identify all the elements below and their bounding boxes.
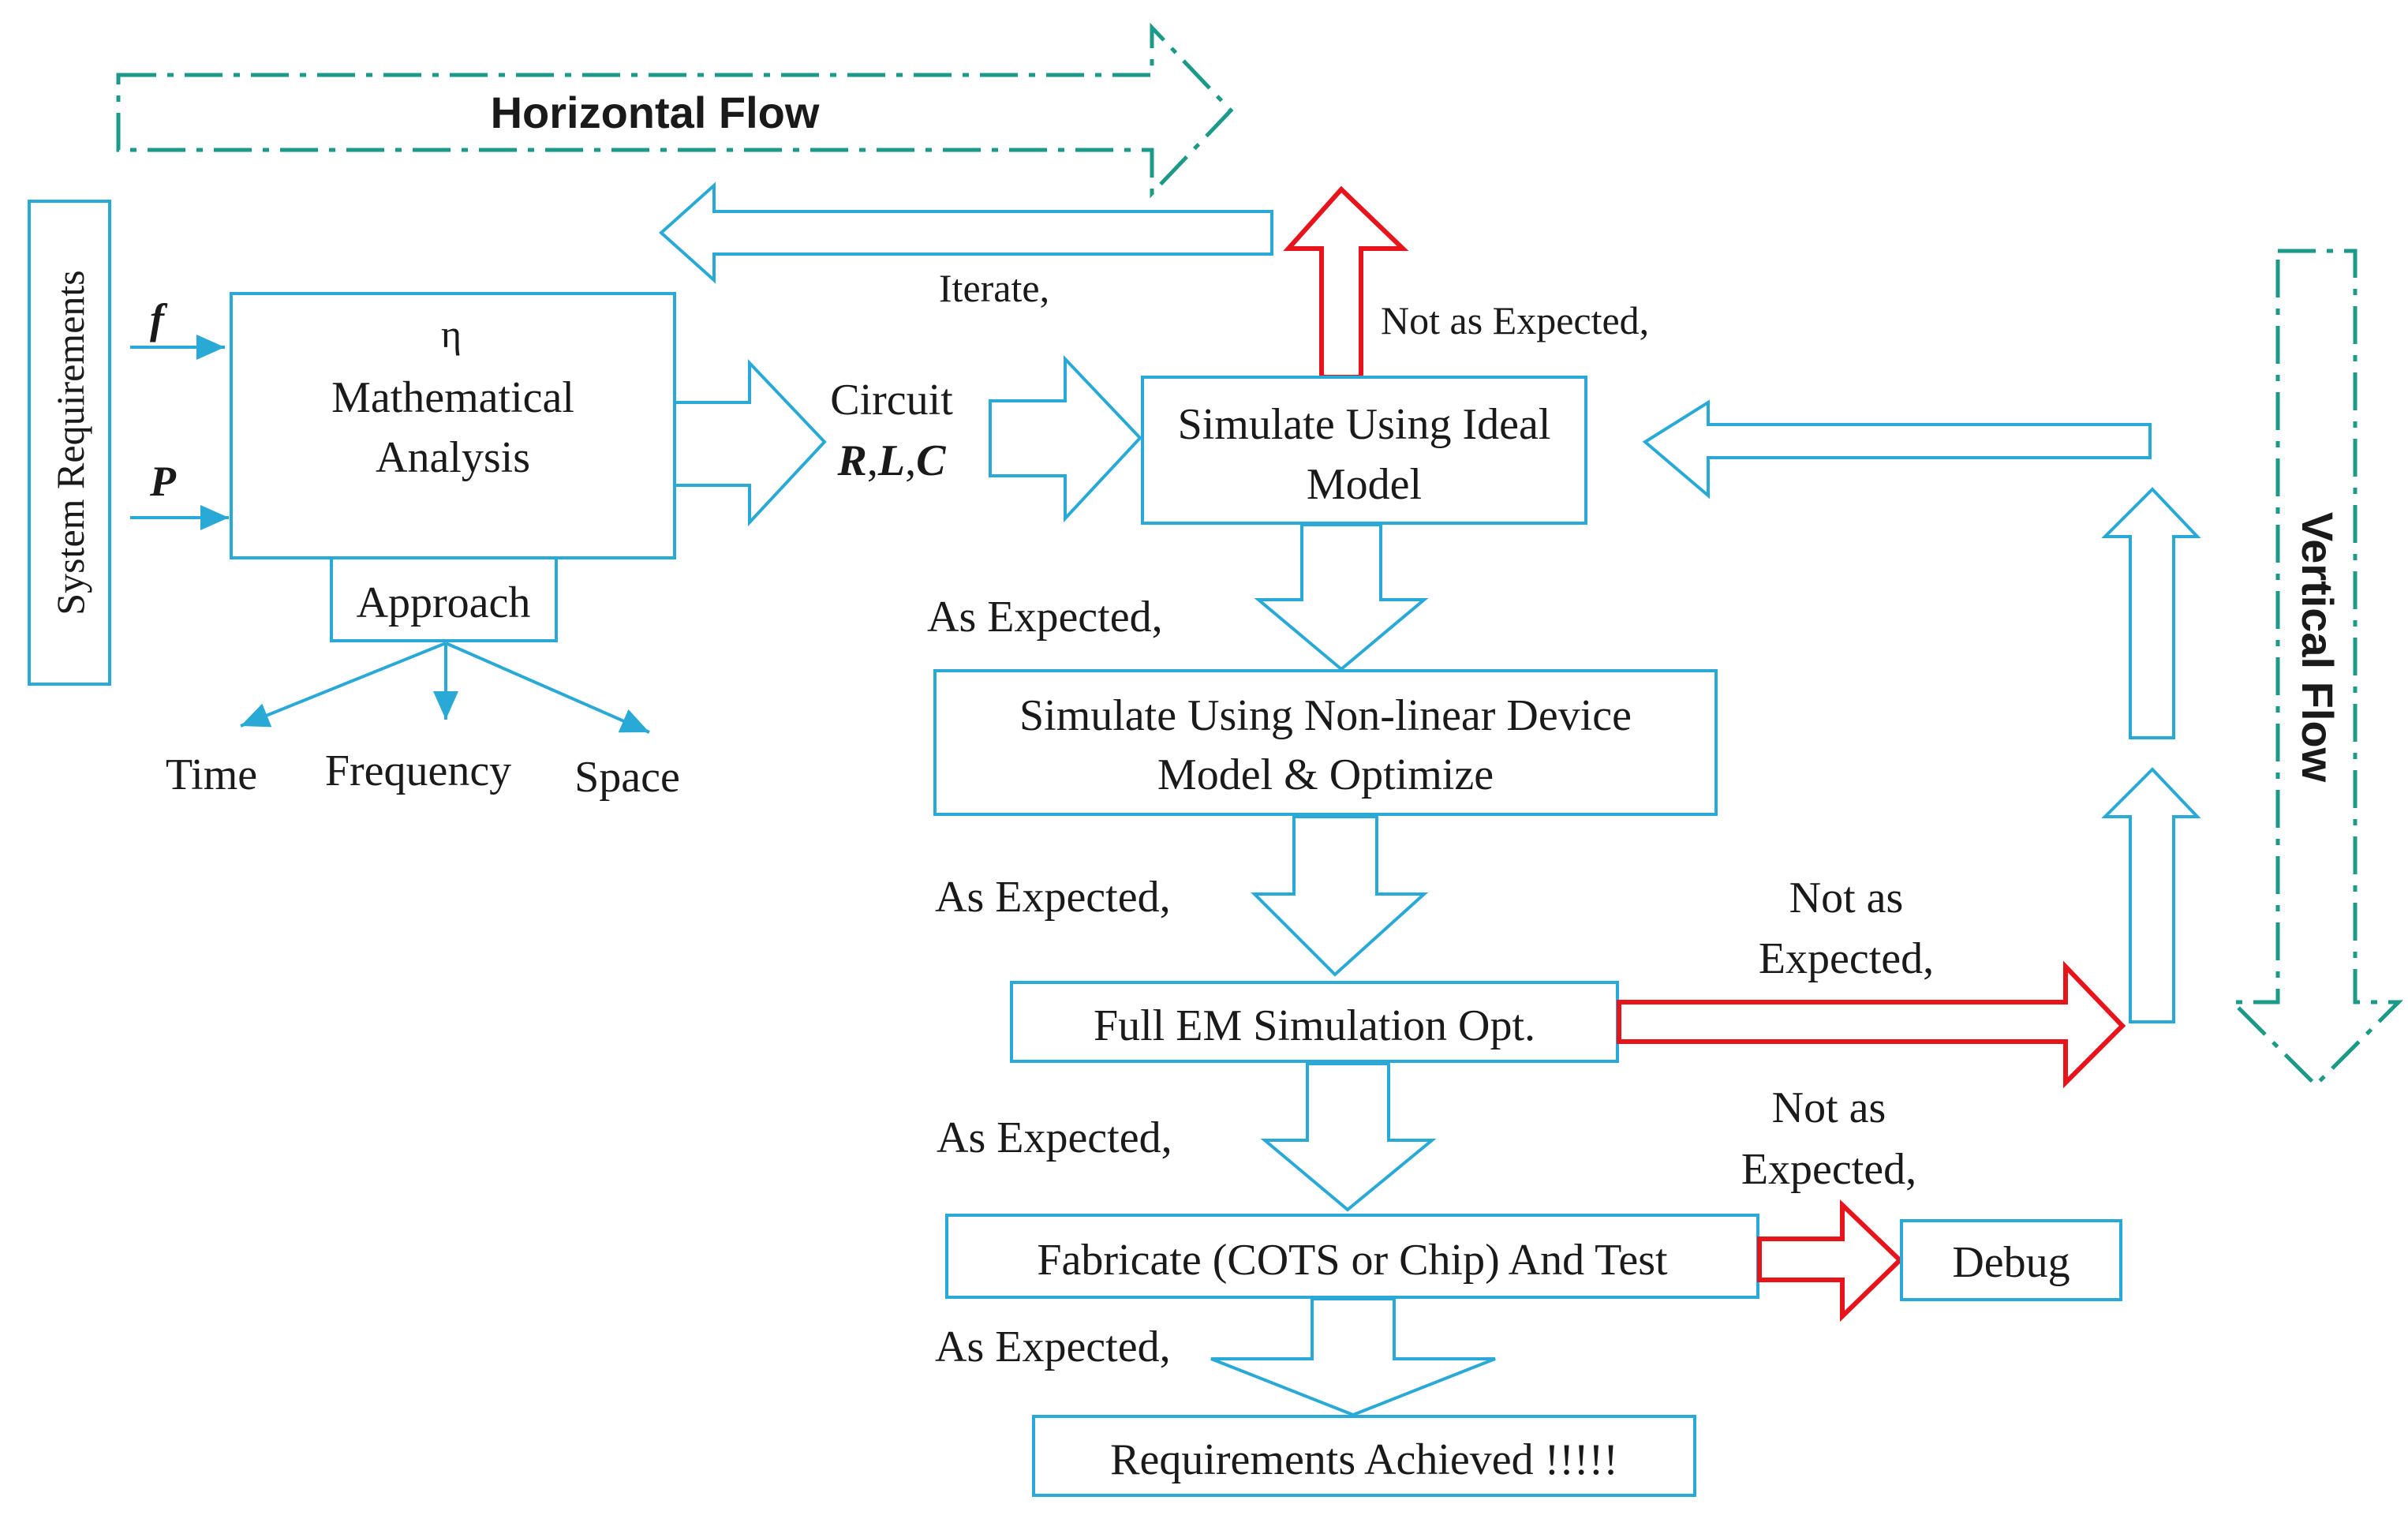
requirements-achieved-label: Requirements Achieved !!!!! xyxy=(1110,1435,1618,1484)
right-up-arrow-lower xyxy=(2101,767,2201,1023)
system-requirements-label: System Requirements xyxy=(48,270,92,615)
rlc-comma-1: , xyxy=(867,436,878,485)
approach-box xyxy=(330,556,558,642)
horizontal-flow-label: Horizontal Flow xyxy=(491,88,820,137)
fabricate-to-achieved-arrow xyxy=(1210,1297,1496,1417)
c-symbol: C xyxy=(916,436,946,485)
not-as-label-b: Not as xyxy=(1772,1083,1886,1132)
as-expected-2: As Expected, xyxy=(935,873,1171,922)
debug-box xyxy=(1900,1219,2122,1301)
expected-label-b: Expected, xyxy=(1741,1145,1916,1194)
space-label: Space xyxy=(574,753,680,802)
full-em-label: Full EM Simulation Opt. xyxy=(1094,1001,1535,1050)
vertical-flow-arrow xyxy=(2227,249,2404,1088)
simulate-nonlinear-line1: Simulate Using Non-linear Device xyxy=(1019,691,1632,740)
not-as-label-a: Not as xyxy=(1789,874,1904,922)
space-arrow xyxy=(445,642,650,734)
debug-label: Debug xyxy=(1952,1238,2070,1287)
time-label: Time xyxy=(166,750,257,799)
not-expected-up-red-arrow xyxy=(1283,185,1409,380)
fullem-to-fabricate-arrow xyxy=(1260,1062,1437,1212)
vertical-flow-label: Vertical Flow xyxy=(2293,512,2343,783)
expected-label-a: Expected, xyxy=(1759,934,1934,983)
analysis-label: Analysis xyxy=(376,433,530,482)
p-input-label: P xyxy=(149,458,177,505)
fabricate-box xyxy=(945,1214,1759,1299)
circuit-label: Circuit xyxy=(830,376,953,425)
nonlinear-to-fullem-arrow xyxy=(1251,815,1429,977)
fullem-not-expected-red-arrow xyxy=(1617,960,2126,1089)
l-symbol: L xyxy=(877,436,905,485)
fabricate-label: Fabricate (COTS or Chip) And Test xyxy=(1037,1236,1668,1285)
requirements-achieved-box xyxy=(1032,1415,1696,1497)
f-input-label: f xyxy=(150,295,168,342)
as-expected-1: As Expected, xyxy=(927,593,1163,642)
math-to-circuit-arrow xyxy=(673,358,827,527)
fabricate-to-debug-red-arrow xyxy=(1757,1199,1904,1323)
full-em-box xyxy=(1010,981,1619,1063)
rlc-label: R,L,C xyxy=(837,436,947,485)
rlc-comma-2: , xyxy=(905,436,916,485)
simulate-nonlinear-line2: Model & Optimize xyxy=(1157,750,1494,799)
simulate-nonlinear-box xyxy=(933,669,1718,816)
as-expected-4: As Expected, xyxy=(935,1323,1171,1371)
iterate-label: Iterate, xyxy=(939,266,1049,310)
right-up-arrow-upper xyxy=(2101,487,2201,739)
r-symbol: R xyxy=(837,436,867,485)
circuit-to-ideal-arrow xyxy=(989,354,1142,523)
mathematical-label: Mathematical xyxy=(331,373,574,422)
frequency-label: Frequency xyxy=(325,746,511,795)
not-expected-top-label: Not as Expected, xyxy=(1381,298,1649,342)
horizontal-flow-arrow xyxy=(116,22,1234,199)
simulate-ideal-line2: Model xyxy=(1307,460,1422,509)
feedback-into-ideal-arrow xyxy=(1642,399,2152,499)
approach-label: Approach xyxy=(357,578,531,627)
eta-symbol: η xyxy=(441,312,462,356)
system-requirements-box xyxy=(28,200,111,686)
time-arrow xyxy=(240,642,447,728)
iterate-back-arrow xyxy=(659,181,1273,284)
as-expected-3: As Expected, xyxy=(937,1113,1172,1162)
simulate-ideal-line1: Simulate Using Ideal xyxy=(1178,400,1551,449)
ideal-to-nonlinear-arrow xyxy=(1254,523,1429,672)
